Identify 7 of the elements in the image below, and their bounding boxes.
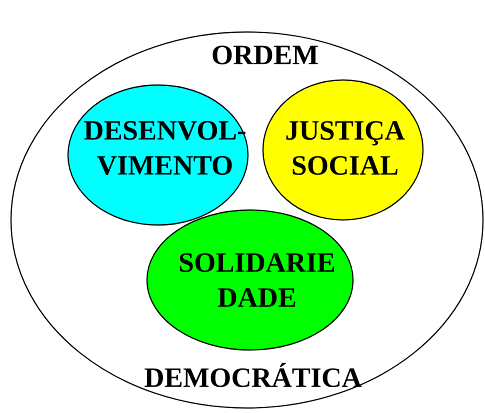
node-label: JUSTIÇA SOCIAL <box>286 121 405 175</box>
ellipse <box>67 84 249 226</box>
ellipse <box>262 79 424 221</box>
node-label: ORDEM <box>212 46 318 64</box>
ellipse <box>146 209 354 351</box>
node-label: DEMOCRÁTICA <box>144 362 362 388</box>
node-label: SOLIDARIE DADE <box>180 253 334 307</box>
